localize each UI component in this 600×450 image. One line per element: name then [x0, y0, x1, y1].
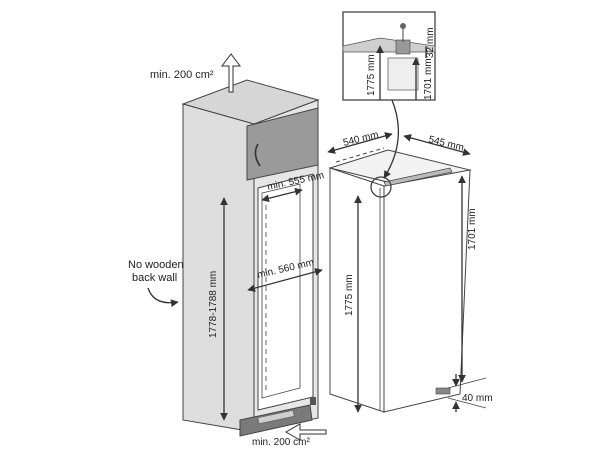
bottom-gap-line-lower — [447, 397, 487, 409]
back-wall-pointer — [147, 287, 179, 307]
detail-32-label: 32 mm — [425, 27, 436, 58]
appliance-depth-label: 545 mm — [427, 134, 465, 153]
top-vent-arrow — [221, 53, 241, 93]
cabinet — [181, 79, 320, 437]
cabinet-foot — [310, 397, 316, 405]
niche-depth-dimension — [261, 187, 303, 203]
appliance-width-dimension — [327, 132, 393, 154]
hinge-rail — [383, 167, 453, 187]
bottom-vent-label: min. 200 cm² — [252, 437, 310, 448]
top-door — [246, 107, 319, 181]
niche-back — [261, 183, 301, 399]
appliance-door — [383, 169, 471, 413]
hinge-detail-circle — [370, 176, 392, 198]
vent-slot — [257, 409, 295, 425]
detail-1701-label: 1701 mm — [423, 58, 434, 100]
bottom-gap-label: 40 mm — [462, 393, 493, 404]
detail-pointer — [383, 99, 400, 179]
appliance-depth-dimension — [403, 134, 471, 156]
door-handle — [254, 143, 261, 167]
appliance-side — [329, 167, 385, 413]
niche-width-dimension — [247, 268, 323, 292]
detail-1775-label: 1775 mm — [366, 54, 377, 96]
detail-hinge-block — [395, 39, 411, 55]
cabinet-side-panel — [182, 103, 255, 433]
detail-inset — [342, 11, 436, 101]
back-wall-label-line1: No wooden — [128, 259, 184, 271]
plinth-grille — [239, 404, 313, 437]
top-vent-label: min. 200 cm² — [150, 69, 214, 81]
niche-height-label: 1778-1788 mm — [208, 271, 219, 338]
detail-appliance-top — [387, 57, 419, 91]
top-width-dashes — [335, 147, 385, 163]
appliance-height-left-label: 1775 mm — [344, 274, 355, 316]
bottom-vent-arrow — [284, 423, 327, 441]
appliance-height-right-label: 1701 mm — [467, 208, 478, 250]
detail-shelf — [342, 37, 436, 53]
bottom-hinge — [435, 387, 451, 395]
appliance-width-label: 540 mm — [342, 129, 380, 148]
back-wall-label-line2: back wall — [132, 272, 177, 284]
detail-hinge-knob — [400, 23, 406, 29]
